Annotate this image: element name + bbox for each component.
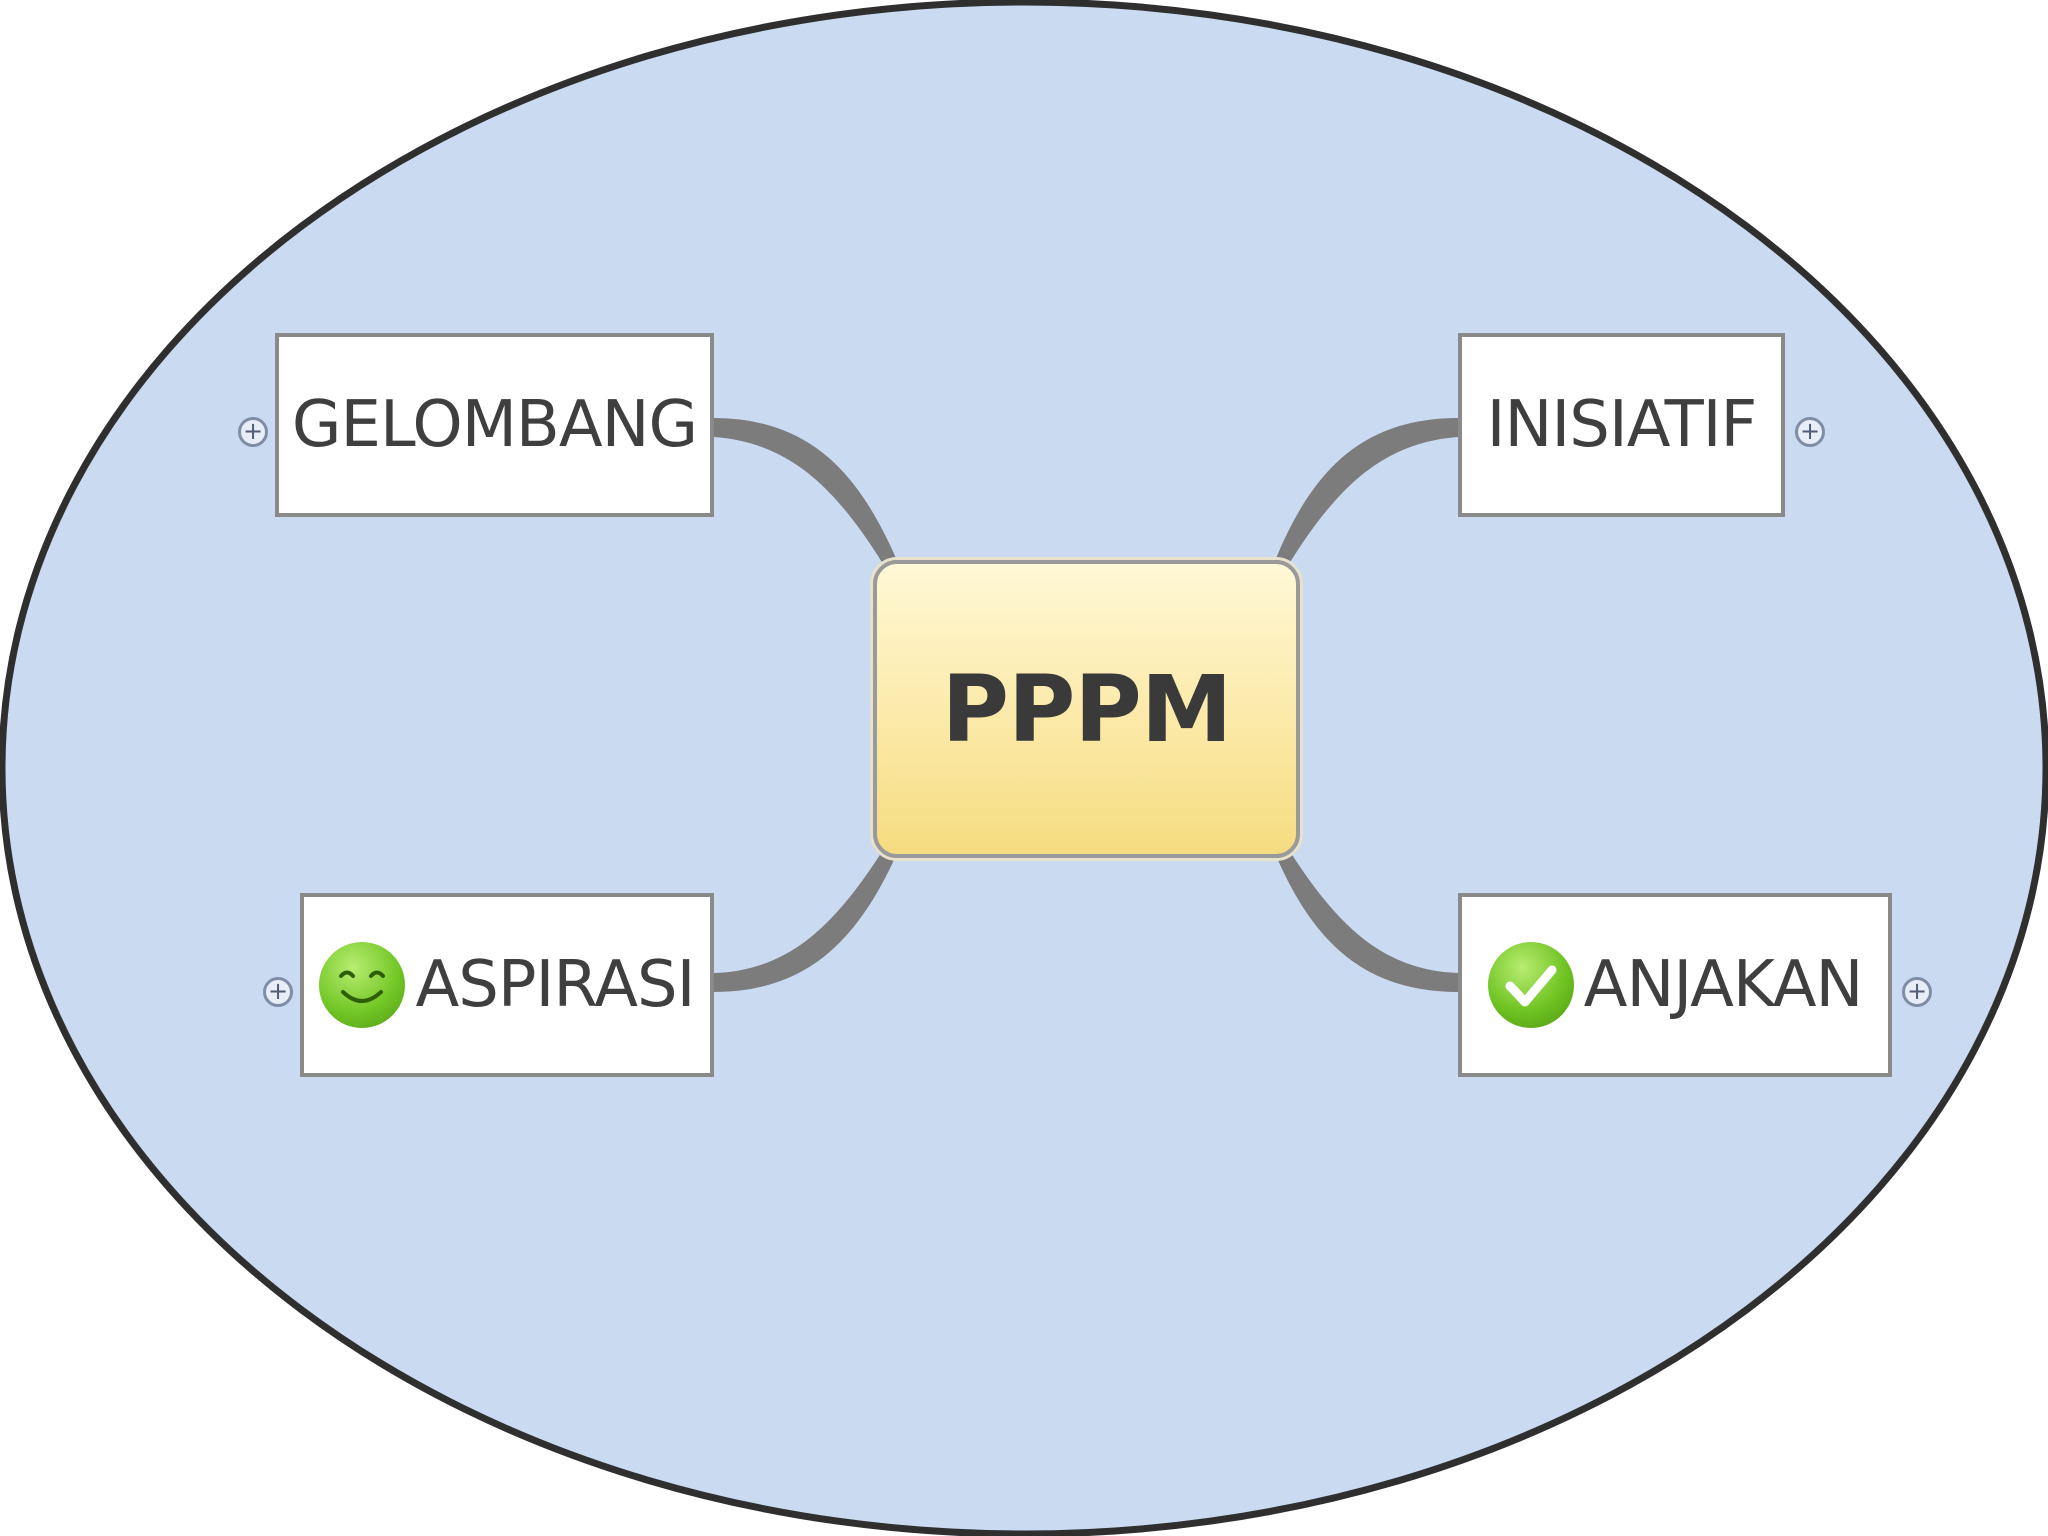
branch-node-gelombang[interactable]: GELOMBANG bbox=[275, 333, 714, 517]
branch-label-inisiatif: INISIATIF bbox=[1486, 388, 1758, 462]
branch-label-anjakan: ANJAKAN bbox=[1583, 948, 1864, 1022]
branch-node-inisiatif[interactable]: INISIATIF bbox=[1458, 333, 1785, 517]
central-topic-node[interactable]: PPPM bbox=[873, 560, 1300, 858]
expand-gelombang-icon[interactable]: + bbox=[238, 417, 268, 447]
branch-label-aspirasi: ASPIRASI bbox=[415, 948, 695, 1022]
smiley-face-icon bbox=[319, 942, 406, 1028]
branch-label-gelombang: GELOMBANG bbox=[291, 388, 698, 462]
expand-anjakan-icon[interactable]: + bbox=[1902, 977, 1932, 1007]
central-topic-label: PPPM bbox=[941, 655, 1233, 763]
expand-inisiatif-icon[interactable]: + bbox=[1795, 417, 1825, 447]
checkmark-icon bbox=[1487, 942, 1574, 1028]
branch-node-aspirasi[interactable]: ASPIRASI bbox=[300, 893, 714, 1077]
branch-node-anjakan[interactable]: ANJAKAN bbox=[1458, 893, 1892, 1077]
expand-aspirasi-icon[interactable]: + bbox=[263, 977, 293, 1007]
